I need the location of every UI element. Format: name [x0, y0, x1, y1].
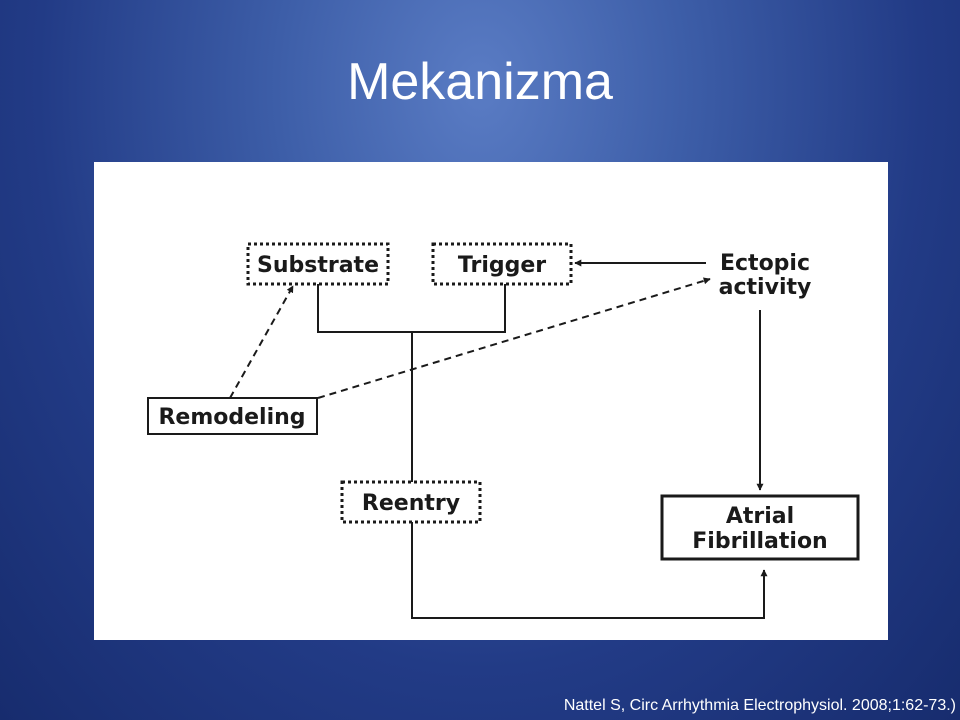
- trigger-label: Trigger: [458, 253, 546, 278]
- substrate-box: [246, 242, 390, 286]
- diagram-panel: Substrate Trigger Ectopic activity Remod…: [94, 162, 888, 640]
- trigger-box: [431, 242, 573, 286]
- slide-title: Mekanizma: [347, 53, 613, 111]
- reentry-box: [340, 480, 482, 524]
- atrial-fibrillation-box: [660, 494, 860, 561]
- node-atrial-fibrillation: Atrial Fibrillation: [660, 494, 860, 561]
- node-trigger: Trigger: [431, 242, 573, 286]
- reentry-label: Reentry: [362, 491, 460, 516]
- node-remodeling: Remodeling: [147, 397, 318, 435]
- remodeling-label: Remodeling: [158, 405, 305, 430]
- edge-remodeling-to-ectopic: [317, 277, 711, 399]
- substrate-label: Substrate: [257, 253, 379, 278]
- ectopic-label-line1: Ectopic: [720, 251, 810, 276]
- af-label-line1: Atrial: [726, 504, 794, 529]
- citation: Nattel S, Circ Arrhythmia Electrophysiol…: [563, 697, 956, 714]
- node-substrate: Substrate: [246, 242, 390, 286]
- remodeling-box: [147, 397, 318, 435]
- af-label-line2: Fibrillation: [692, 529, 827, 554]
- node-reentry: Reentry: [340, 480, 482, 524]
- mechanism-diagram: Substrate Trigger Ectopic activity Remod…: [147, 242, 860, 619]
- node-ectopic-activity: Ectopic activity: [719, 251, 812, 300]
- bracket-substrate-trigger: [317, 284, 506, 333]
- ectopic-label-line2: activity: [719, 275, 812, 300]
- edge-remodeling-to-substrate: [229, 285, 294, 399]
- edge-reentry-to-af: [411, 522, 768, 619]
